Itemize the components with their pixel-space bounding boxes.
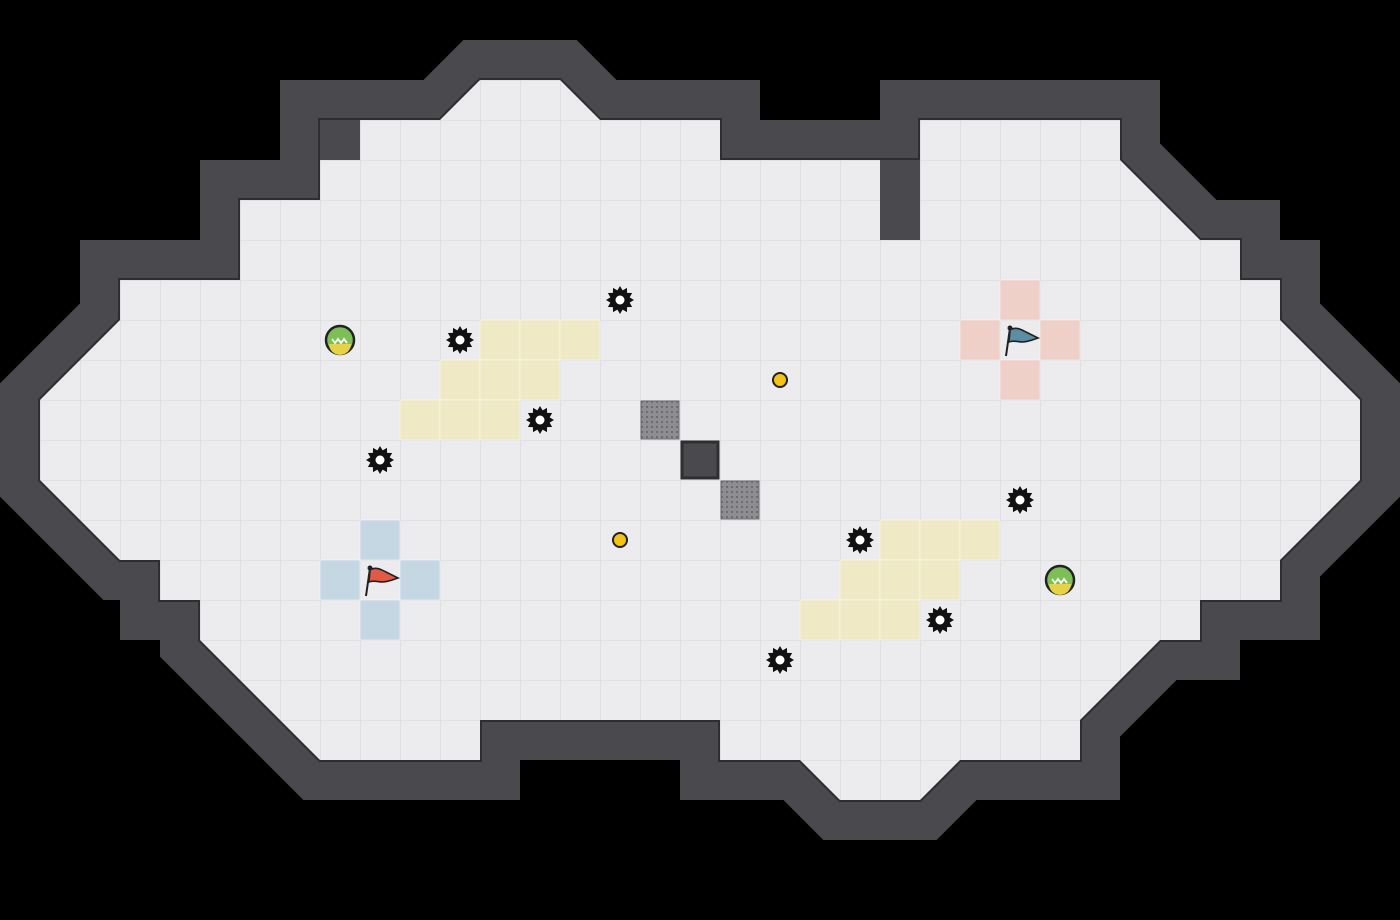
spike-icon (1006, 486, 1034, 514)
spike-icon (446, 326, 474, 354)
slow-zone-tile (439, 399, 481, 441)
slow-zone-tile (399, 399, 441, 441)
wall-segment (880, 160, 920, 240)
wall-block (680, 440, 720, 480)
powerup-icon (1044, 564, 1076, 596)
gate-tile (640, 400, 680, 440)
slow-zone-tile (519, 319, 561, 361)
spike-icon (366, 446, 394, 474)
boost-icon (772, 372, 788, 388)
slow-zone-tile (919, 559, 961, 601)
slow-zone-tile (479, 359, 521, 401)
spike-icon (606, 286, 634, 314)
red-base-tile (399, 559, 441, 601)
red-flag-icon (365, 565, 401, 597)
spike-icon (526, 406, 554, 434)
slow-zone-tile (959, 519, 1001, 561)
slow-zone-tile (919, 519, 961, 561)
slow-zone-tile (559, 319, 601, 361)
slow-zone-tile (839, 559, 881, 601)
blue-base-tile (959, 319, 1001, 361)
slow-zone-tile (879, 559, 921, 601)
blue-base-tile (1039, 319, 1081, 361)
boost-icon (612, 532, 628, 548)
spike-icon (846, 526, 874, 554)
slow-zone-tile (879, 519, 921, 561)
red-base-tile (359, 519, 401, 561)
gate-tile (720, 480, 760, 520)
blue-flag-icon (1005, 325, 1041, 357)
slow-zone-tile (879, 599, 921, 641)
slow-zone-tile (519, 359, 561, 401)
slow-zone-tile (479, 319, 521, 361)
slow-zone-tile (479, 399, 521, 441)
wall-segment (320, 120, 360, 160)
blue-base-tile (999, 279, 1041, 321)
slow-zone-tile (439, 359, 481, 401)
slow-zone-tile (799, 599, 841, 641)
slow-zone-tile (839, 599, 881, 641)
red-base-tile (359, 599, 401, 641)
powerup-icon (324, 324, 356, 356)
spike-icon (926, 606, 954, 634)
blue-base-tile (999, 359, 1041, 401)
red-base-tile (319, 559, 361, 601)
spike-icon (766, 646, 794, 674)
